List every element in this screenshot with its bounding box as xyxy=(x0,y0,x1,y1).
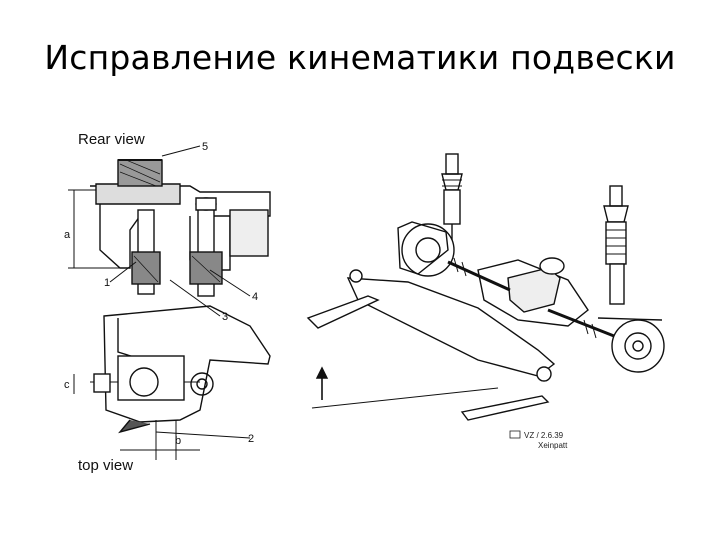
rear-top-view-diagram: Rear view top view 5 a 1 3 4 c b 2 xyxy=(64,131,271,474)
callout-c: c xyxy=(64,379,70,391)
callout-3: 3 xyxy=(222,311,228,323)
right-shock-absorber xyxy=(603,185,629,305)
stamp-text: VZ / 2.6.39 xyxy=(524,431,564,440)
callout-a: a xyxy=(64,229,71,241)
callout-5: 5 xyxy=(202,141,208,153)
left-shock-absorber xyxy=(441,153,463,248)
stamp-subtext: Xeinpatt xyxy=(538,441,568,450)
slide-title: Исправление кинематики подвески xyxy=(44,38,676,77)
rear-view-label: Rear view xyxy=(78,131,145,148)
callout-b: b xyxy=(175,435,181,447)
suspension-assembly-drawing: VZ / 2.6.39 Xeinpatt xyxy=(306,153,665,450)
callout-1: 1 xyxy=(104,277,110,289)
callout-2: 2 xyxy=(248,433,254,445)
callout-4: 4 xyxy=(252,291,258,303)
stamp-box-icon xyxy=(509,430,521,439)
top-view-label: top view xyxy=(78,457,133,474)
